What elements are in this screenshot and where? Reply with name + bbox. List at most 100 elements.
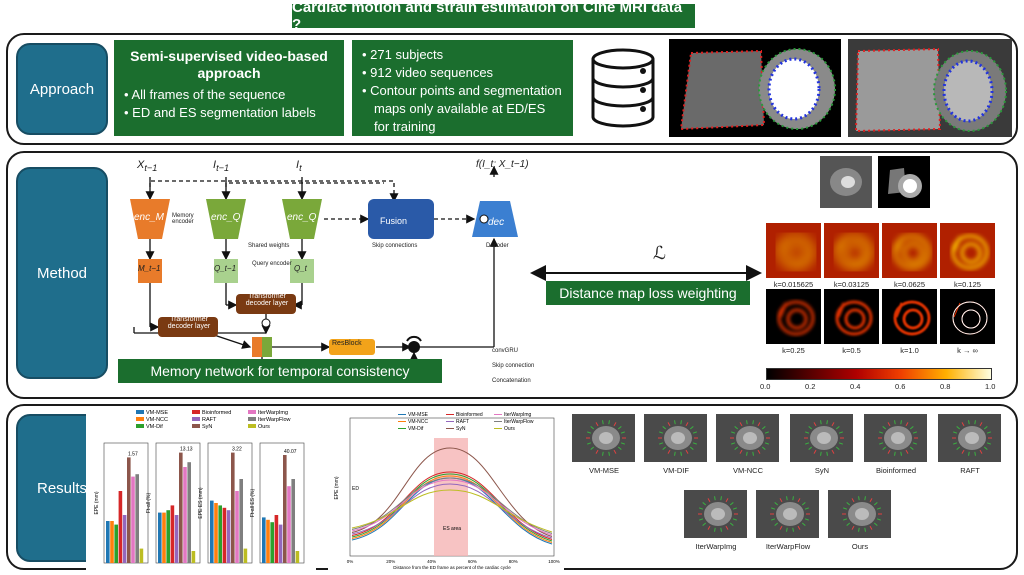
- heatmap-label: k=1.0: [900, 346, 919, 355]
- bar-value-label: 40.07: [284, 449, 297, 455]
- bar: [283, 455, 287, 563]
- es-area-label: ES area: [443, 526, 461, 532]
- bar: [291, 479, 295, 563]
- bar: [158, 512, 162, 563]
- bar-value-label: 3.22: [232, 447, 242, 453]
- bar-legend-item: Ours: [248, 424, 270, 430]
- architecture-diagram: [130, 165, 518, 373]
- bar-legend-item: VM-MSE: [136, 410, 168, 416]
- bar: [239, 479, 243, 563]
- line-legend-item: Ours: [494, 426, 515, 432]
- bar-panel-title: EPE (mm): [94, 491, 100, 514]
- input-x: X: [137, 159, 145, 171]
- decoder-label: dec: [488, 217, 505, 228]
- transformer-label: Transformer decoder layer: [245, 293, 289, 307]
- bar-legend-item: SyN: [192, 424, 212, 430]
- bar: [131, 476, 135, 563]
- distance-heatmap: [824, 223, 879, 278]
- line-xtick: 20%: [386, 559, 395, 564]
- memory-feature-box: [138, 259, 162, 283]
- heatmap-label: k=0.125: [954, 280, 981, 289]
- distance-heatmap: [940, 289, 995, 344]
- bar: [235, 491, 239, 563]
- bar: [162, 512, 166, 563]
- colorbar-tick: 0.4: [850, 382, 861, 391]
- q-prev-label: Q_t−1: [214, 264, 237, 273]
- photo-label: SyN: [814, 466, 830, 475]
- line-xtick: 40%: [427, 559, 436, 564]
- resblock: [329, 339, 375, 355]
- dataset-bullet: 271 subjects: [362, 46, 563, 64]
- heatmap-label: k=0.03125: [833, 280, 870, 289]
- approach-label: Approach: [16, 43, 108, 135]
- motion-field-photo: [716, 414, 779, 462]
- bar: [226, 510, 231, 563]
- motion-field-photo: [684, 490, 747, 538]
- colorbar-tick: 1.0: [985, 382, 996, 391]
- bar-legend-item: IterWarpImg: [248, 410, 288, 416]
- query-feature-box: [214, 259, 238, 283]
- decoder-caption: Decoder: [486, 243, 509, 249]
- heatmap-label: k=0.0625: [893, 280, 926, 289]
- bar: [183, 467, 187, 563]
- bar: [170, 505, 175, 563]
- fusion-block: [368, 199, 434, 239]
- line-legend-item: IterWarpImg: [494, 412, 531, 418]
- bar: [127, 457, 131, 563]
- photo-label: VM-DIF: [663, 466, 689, 475]
- motion-field-photo: [828, 490, 891, 538]
- bar-panel-title: EPE ES (mm): [198, 487, 204, 518]
- fusion-label: Fusion: [380, 216, 408, 226]
- concat-node: [261, 318, 271, 328]
- enc-m-label: enc_M: [134, 212, 165, 223]
- bar: [122, 515, 127, 563]
- memory-encoder-block: [130, 199, 170, 239]
- bar-panel-title: Ft-all (%): [146, 493, 152, 514]
- bar-legend-item: VM-Dif: [136, 424, 163, 430]
- epe-line: [351, 447, 553, 537]
- line-xtick: 0%: [347, 559, 354, 564]
- segmentation-map-image: [669, 39, 841, 137]
- bar: [278, 524, 283, 563]
- bar: [110, 521, 114, 563]
- line-legend-item: VM-Dif: [398, 426, 423, 432]
- heatmap-label: k=0.5: [842, 346, 861, 355]
- line-xtick: 100%: [548, 559, 560, 564]
- bar: [106, 521, 110, 563]
- transformer-label: Transformer decoder layer: [167, 316, 211, 330]
- photo-label: VM-MSE: [589, 466, 619, 475]
- distance-heatmap: [824, 289, 879, 344]
- motion-field-photo: [572, 414, 635, 462]
- cine-mri-image: [848, 39, 1012, 137]
- bar: [214, 503, 218, 563]
- heatmap-label: k=0.015625: [773, 280, 814, 289]
- query-feature-box: [290, 259, 314, 283]
- photo-label: RAFT: [960, 466, 980, 475]
- photo-label: VM-NCC: [733, 466, 763, 475]
- photo-label: Bioinformed: [875, 466, 917, 475]
- epe-line: [351, 475, 553, 543]
- epe-line: [351, 489, 553, 533]
- decoder-block: [472, 201, 518, 237]
- line-xtick: 80%: [509, 559, 518, 564]
- query-encoder-block: [206, 199, 246, 239]
- approach-panel: Approach Semi-supervised video-based app…: [6, 33, 1018, 145]
- colorbar-tick: 0.6: [895, 382, 906, 391]
- legend-convgru: convGRU: [492, 348, 519, 354]
- approach-heading: Semi-supervised video-based approach: [130, 48, 328, 81]
- concat-node: [479, 214, 489, 224]
- line-legend-item: IterWarpFlow: [494, 419, 534, 425]
- colorbar-tick: 0.2: [805, 382, 816, 391]
- input-i-cur: I: [296, 159, 300, 171]
- bar: [187, 462, 191, 563]
- legend-concat: Concatenation: [492, 378, 531, 384]
- segmentation-thumbnail: [878, 156, 930, 208]
- bar: [266, 519, 270, 563]
- legend-skip: Skip connection: [492, 363, 535, 369]
- bar: [139, 548, 144, 563]
- bar: [270, 522, 274, 563]
- bar: [243, 548, 248, 563]
- bar: [295, 551, 300, 563]
